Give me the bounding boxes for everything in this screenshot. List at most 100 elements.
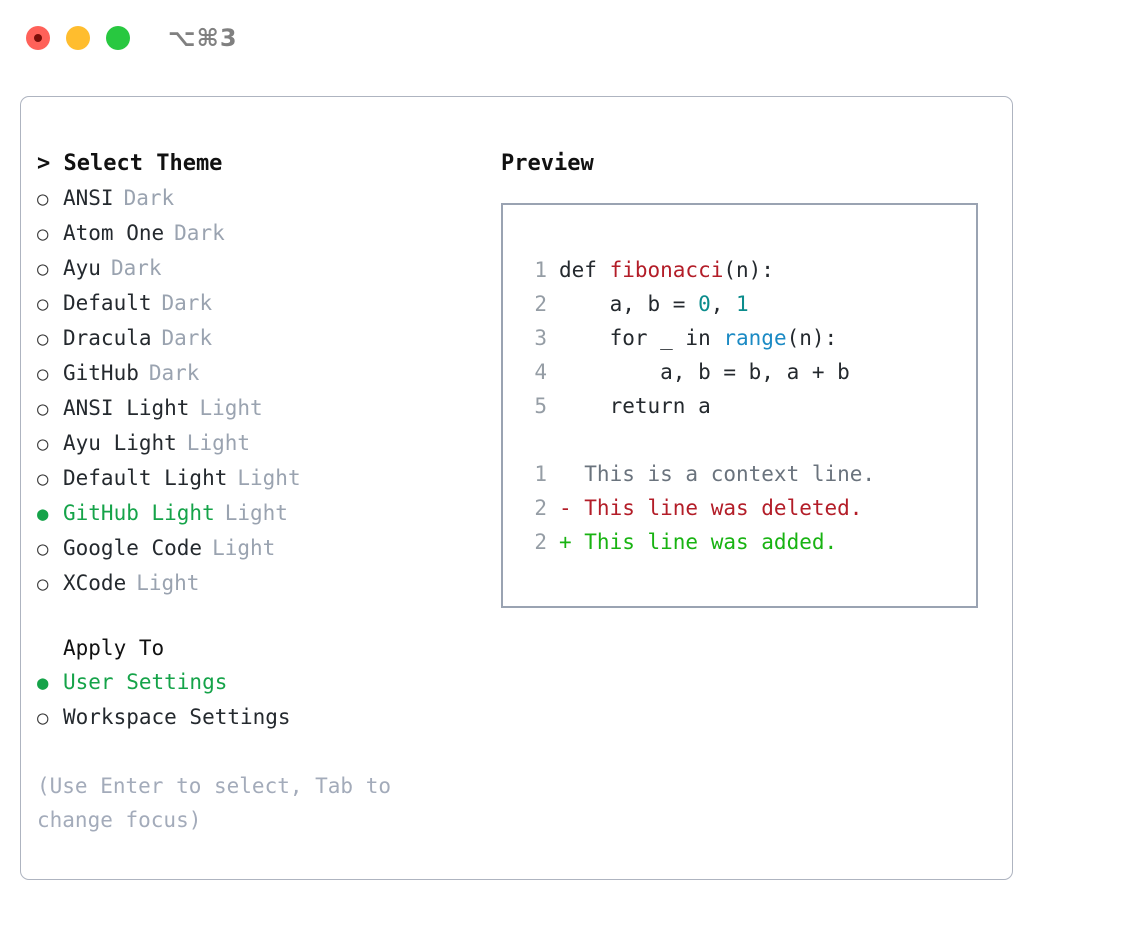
theme-option-10[interactable]: ○ Google Code Light: [37, 531, 477, 566]
close-icon[interactable]: [26, 26, 50, 50]
code-line: 1 def fibonacci(n):: [521, 253, 976, 287]
line-number: 5: [534, 394, 547, 418]
code-token: fibonacci: [609, 258, 724, 282]
preview-title: Preview: [501, 151, 594, 176]
code-token: return a: [559, 394, 711, 418]
theme-option-1[interactable]: ○ Atom One Dark: [37, 216, 477, 251]
window-controls: [26, 26, 130, 50]
theme-option-3[interactable]: ○ Default Dark: [37, 286, 477, 321]
theme-option-label: GitHub Light: [63, 501, 215, 525]
theme-variant-badge: Light: [212, 536, 276, 560]
diff-line: 2 + This line was added.: [521, 525, 976, 559]
theme-option-label: Ayu: [63, 256, 101, 280]
code-line: 2 a, b = 0, 1: [521, 287, 976, 321]
radio-unselected-icon: ○: [37, 223, 49, 245]
line-number: 2: [534, 530, 547, 554]
theme-variant-badge: Dark: [161, 291, 213, 315]
theme-variant-badge: Light: [237, 466, 301, 490]
radio-unselected-icon: ○: [37, 258, 49, 280]
theme-option-label: ANSI: [63, 186, 114, 210]
code-token: for _ in: [559, 326, 724, 350]
apply-to-option-label: Workspace Settings: [63, 705, 291, 729]
theme-option-2[interactable]: ○ Ayu Dark: [37, 251, 477, 286]
diff-line-text: This is a context line.: [559, 462, 876, 486]
radio-selected-icon: ●: [37, 672, 49, 694]
diff-block: 1 This is a context line.2- This line wa…: [521, 457, 976, 559]
radio-unselected-icon: ○: [37, 328, 49, 350]
theme-variant-badge: Dark: [174, 221, 225, 245]
theme-variant-badge: Light: [136, 571, 200, 595]
theme-variant-badge: Dark: [148, 361, 200, 385]
code-line-text: a, b = 0, 1: [559, 287, 749, 321]
apply-to-heading: Apply To: [63, 636, 165, 660]
theme-option-label: Default: [63, 291, 152, 315]
theme-variant-badge: Dark: [110, 256, 162, 280]
theme-option-11[interactable]: ○ XCode Light: [37, 566, 477, 601]
theme-option-label: Google Code: [63, 536, 203, 560]
code-line-text: for _ in range(n):: [559, 321, 838, 355]
apply-to-option-label: User Settings: [63, 670, 228, 694]
theme-option-label: Atom One: [63, 221, 165, 245]
theme-option-label: Dracula: [63, 326, 152, 350]
theme-option-label: ANSI Light: [63, 396, 190, 420]
theme-variant-badge: Light: [186, 431, 251, 455]
theme-option-label: XCode: [63, 571, 127, 595]
code-token: (n):: [723, 258, 774, 282]
theme-option-label: Ayu Light: [63, 431, 177, 455]
line-number: 4: [534, 360, 547, 384]
radio-unselected-icon: ○: [37, 363, 49, 385]
code-line: 4 a, b = b, a + b: [521, 355, 976, 389]
maximize-icon[interactable]: [106, 26, 130, 50]
page-title: > Select Theme: [37, 151, 223, 176]
diff-line-text: - This line was deleted.: [559, 496, 863, 520]
theme-option-6[interactable]: ○ ANSI Light Light: [37, 391, 477, 426]
apply-to-option-1[interactable]: ○ Workspace Settings: [37, 700, 477, 735]
code-token: range: [723, 326, 787, 350]
code-token: 0: [698, 292, 711, 316]
code-token: def: [559, 258, 610, 282]
theme-variant-badge: Dark: [123, 186, 175, 210]
apply-to-option-0[interactable]: ● User Settings: [37, 665, 477, 700]
diff-line-text: + This line was added.: [559, 530, 838, 554]
radio-selected-icon: ●: [37, 503, 49, 525]
code-line: 5 return a: [521, 389, 976, 423]
radio-unselected-icon: ○: [37, 538, 49, 560]
code-line: 3 for _ in range(n):: [521, 321, 976, 355]
line-number: 1: [534, 258, 547, 282]
theme-variant-badge: Dark: [161, 326, 213, 350]
code-token: 1: [736, 292, 749, 316]
radio-unselected-icon: ○: [37, 468, 49, 490]
radio-unselected-icon: ○: [37, 707, 49, 729]
code-token: (n):: [786, 326, 838, 350]
keyboard-hint-text: (Use Enter to select, Tab to change focu…: [37, 774, 392, 832]
diff-line: 2- This line was deleted.: [521, 491, 976, 525]
keyboard-shortcut-label: ⌥⌘3: [168, 24, 238, 52]
code-token: ,: [710, 292, 737, 316]
line-number: 2: [534, 292, 547, 316]
apply-to-options-list[interactable]: ● User Settings ○ Workspace Settings: [37, 665, 477, 735]
theme-option-7[interactable]: ○ Ayu Light Light: [37, 426, 477, 461]
diff-line: 1 This is a context line.: [521, 457, 976, 491]
code-token: a, b =: [559, 292, 699, 316]
code-line-text: a, b = b, a + b: [559, 355, 850, 389]
line-number: 3: [534, 326, 547, 350]
radio-unselected-icon: ○: [37, 398, 49, 420]
code-line-text: return a: [559, 389, 711, 423]
radio-unselected-icon: ○: [37, 573, 49, 595]
radio-unselected-icon: ○: [37, 433, 49, 455]
radio-unselected-icon: ○: [37, 293, 49, 315]
minimize-icon[interactable]: [66, 26, 90, 50]
theme-option-4[interactable]: ○ Dracula Dark: [37, 321, 477, 356]
theme-variant-badge: Light: [199, 396, 263, 420]
code-line-text: def fibonacci(n):: [559, 253, 774, 287]
